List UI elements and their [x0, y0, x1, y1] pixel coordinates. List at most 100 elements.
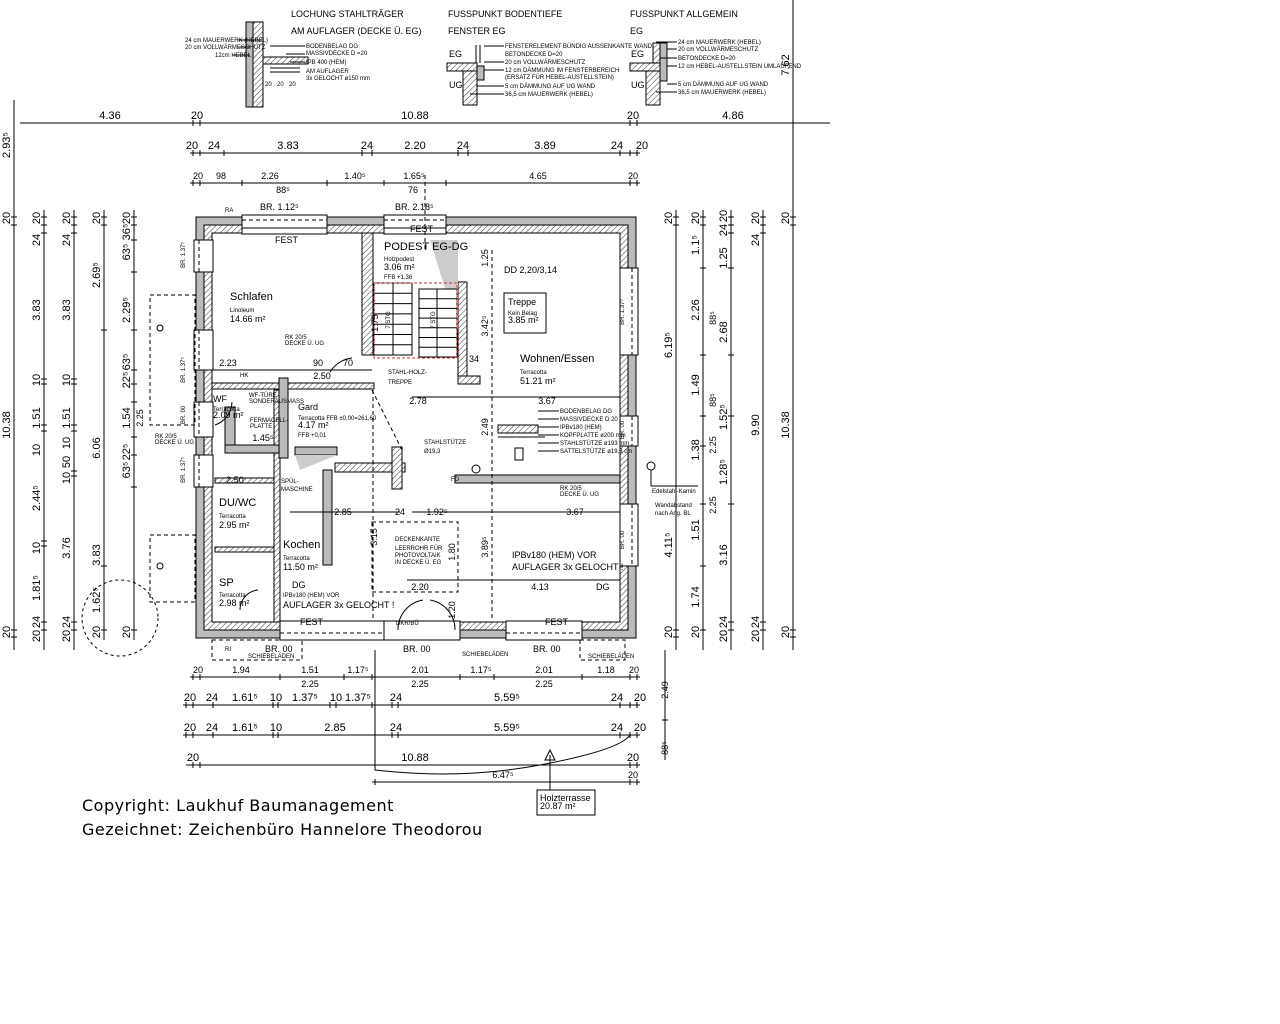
- dimension-label: 20: [193, 171, 203, 181]
- window-width-label: BR. 1.37⁵: [180, 357, 187, 383]
- room-area: 2.95 m²: [219, 520, 250, 530]
- room-floor: Terracotta: [520, 370, 547, 376]
- dimension-label: 10: [270, 722, 282, 734]
- annotation: RA: [225, 208, 233, 214]
- dimension-label: 10: [61, 472, 73, 484]
- dimension-label: 20: [61, 212, 73, 224]
- detail-label: AM AUFLAGER: [306, 69, 349, 75]
- dimension-label: 1.52⁵: [718, 404, 730, 430]
- beam-detail-label: IPBv180 (HEM): [560, 425, 602, 431]
- dimension-label: 10: [61, 437, 73, 449]
- annotation: AUFLAGER 3x GELOCHT !: [283, 600, 394, 610]
- detail-label: (ERSATZ FÜR HEBEL-AUSTELLSTEIN): [505, 74, 614, 81]
- room-name: PODEST EG-DG: [384, 241, 468, 253]
- interior-dimension: 70: [343, 358, 353, 368]
- interior-dimension: 1.92⁵: [426, 507, 448, 517]
- annotation: DD 2,20/3,14: [504, 265, 557, 275]
- room-name: Holzterrasse: [540, 793, 591, 803]
- dimension-label: 20: [91, 212, 103, 224]
- dimension-label: 24: [206, 692, 218, 704]
- dimension-label: 20: [627, 752, 639, 764]
- dimension-label: 2.20: [404, 140, 425, 152]
- dimension-label: 20: [634, 722, 646, 734]
- dimension-label: 1.37⁵: [292, 692, 318, 704]
- dimension-label: 10.38: [780, 411, 792, 439]
- annotation: DECKE Ü. UG: [155, 439, 194, 446]
- window-width-label: BR. 00: [181, 405, 187, 424]
- window-width-label: BR. 00: [620, 530, 626, 549]
- dimension-lines: [11, 100, 830, 816]
- chimney-icon: [646, 461, 656, 471]
- detail-label: 24 cm MAUERWERK (HEBEL): [678, 40, 761, 46]
- dimension-label: 1.61⁵: [232, 722, 258, 734]
- room-name: Gard: [298, 402, 318, 412]
- detail-title: FUSSPUNKT BODENTIEFE: [448, 9, 562, 19]
- drawn-by-text: Gezeichnet: Zeichenbüro Hannelore Theodo…: [82, 820, 483, 839]
- dimension-label: 1.51: [301, 665, 319, 675]
- dimension-label: 2.29⁵: [121, 297, 133, 323]
- annotation: DKR/BÜ: [396, 620, 419, 627]
- interior-dimension: 3.67: [538, 396, 556, 406]
- dimension-label: 20: [187, 752, 199, 764]
- annotation: BR. 00: [533, 644, 561, 654]
- dimension-label: 88⁵: [708, 311, 718, 325]
- interior-dimension: 3.67: [566, 507, 584, 517]
- room-name: Schlafen: [230, 291, 273, 303]
- dimension-label: 10: [61, 374, 73, 386]
- dimension-label: 20: [718, 210, 730, 222]
- dimension-label: 20: [121, 626, 133, 638]
- dimension-label: 9.90: [750, 414, 762, 435]
- annotation: PLATTE: [250, 424, 272, 430]
- dimension-label: 24: [31, 616, 43, 628]
- annotation: HK: [240, 373, 248, 379]
- dimension-label: 2.68: [718, 321, 730, 342]
- dimension-label: 3.83: [61, 299, 73, 320]
- detail-label: 12 cm DÄMMUNG IM FENSTERBEREICH: [505, 67, 619, 74]
- detail-title: AM AUFLAGER (DECKE Ü. EG): [291, 26, 422, 36]
- copyright-text: Copyright: Laukhuf Baumanagement: [82, 796, 394, 815]
- dimension-label: 1.40⁵: [344, 171, 366, 181]
- dimension-label: 3.83: [277, 140, 298, 152]
- dimension-label: 20: [1, 626, 13, 638]
- dimension-label: 1.54: [121, 407, 133, 428]
- dimension-label: 2.26: [690, 299, 702, 320]
- dimension-label: 3.83: [31, 299, 43, 320]
- dimension-label: 1.38: [690, 439, 702, 460]
- dimension-label: 88⁵: [708, 393, 718, 407]
- interior-dimension: 1.80: [447, 543, 457, 561]
- dimension-label: 24: [750, 616, 762, 628]
- detail-label: 36,5 cm MAUERWERK (HEBEL): [505, 92, 593, 98]
- dimension-label: 4.11⁵: [663, 532, 675, 557]
- dimension-label: 2.69⁵: [91, 262, 103, 288]
- detail-fusspunkt-allgemein: FUSSPUNKT ALLGEMEIN EG EG UG 24 cm MAUER…: [629, 9, 802, 106]
- window-width-label: BR. 00: [620, 420, 626, 439]
- annotation: SCHIEBELÄDEN: [248, 653, 294, 660]
- window-width-label: BR. 1.37⁵: [180, 242, 187, 268]
- room-area: 14.66 m²: [230, 314, 266, 324]
- beam-detail-label: STAHLSTÜTZE ø193 mm: [560, 440, 629, 447]
- dimension-label: 20: [750, 212, 762, 224]
- dimension-label: 20: [193, 665, 203, 675]
- level-label: UG: [631, 80, 645, 90]
- detail-title: FUSSPUNKT ALLGEMEIN: [630, 9, 738, 19]
- detail-title: EG: [630, 26, 643, 36]
- dimension-label: 20: [634, 692, 646, 704]
- detail-label: 5 cm DÄMMUNG AUF UG WAND: [678, 81, 769, 88]
- dimension-label: 2.44⁵: [31, 485, 43, 511]
- dimension-label: 1.28⁵: [718, 459, 730, 485]
- level-label: UG: [449, 80, 463, 90]
- interior-dimension: 1.20: [447, 601, 457, 619]
- interior-dimension: 3.15: [369, 528, 379, 546]
- room-name: SP: [219, 577, 234, 589]
- annotation: RI: [225, 647, 231, 653]
- dimension-label: 1.1⁵: [690, 235, 702, 255]
- dimension-label: 10: [330, 692, 342, 704]
- annotation: DG: [596, 582, 610, 592]
- detail-dim: 20: [265, 82, 272, 88]
- dimension-label: 24: [611, 140, 623, 152]
- dimension-label: 2.85: [324, 722, 345, 734]
- annotation: Ø19,3: [424, 449, 441, 455]
- staircase: [373, 282, 458, 359]
- interior-dimension: 2.50: [313, 371, 331, 381]
